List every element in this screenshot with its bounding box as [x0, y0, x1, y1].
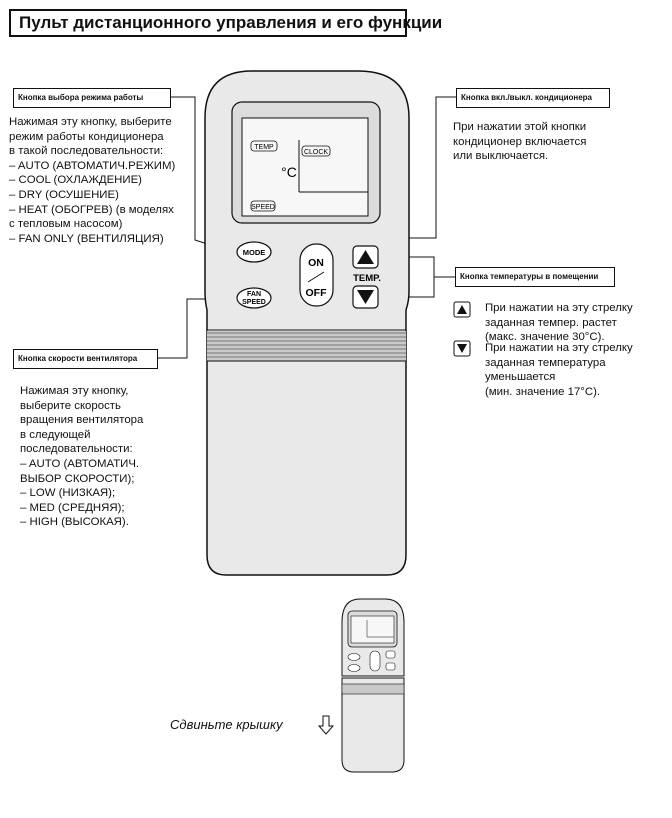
power-description: При нажатии этой кнопки кондиционер вклю… — [453, 120, 586, 164]
triangle-up-icon — [357, 250, 374, 264]
temp-down-description: При нажатии на эту стрелку заданная темп… — [485, 341, 633, 399]
lcd-screen — [241, 117, 369, 217]
mode-section-label: Кнопка выбора режима работы — [13, 88, 171, 108]
mode-line: – HEAT (ОБОГРЕВ) (в моделях — [9, 203, 174, 216]
page-title: Пульт дистанционного управления и его фу… — [9, 9, 442, 37]
mode-line: с тепловым насосом) — [9, 218, 123, 231]
fan-line: – AUTO (АВТОМАТИЧ. — [20, 457, 140, 470]
fan-line: вращения вентилятора — [20, 414, 144, 427]
temp-down-line: (мин. значение 17°C). — [485, 385, 601, 398]
temp-callout-line — [369, 256, 455, 298]
mode-button-label: MODE — [243, 248, 266, 257]
fan-line: – HIGH (ВЫСОКАЯ). — [20, 516, 129, 529]
temp-down-button[interactable] — [352, 285, 379, 309]
temp-down-line: уменьшается — [485, 371, 556, 384]
mode-line: Нажимая эту кнопку, выберите — [9, 116, 172, 128]
fan-line: выберите скорость — [20, 399, 121, 412]
on-off-button[interactable]: ON OFF — [299, 243, 334, 307]
triangle-down-icon — [357, 290, 374, 304]
mode-button[interactable]: MODE — [236, 241, 272, 263]
temp-section-label: Кнопка температуры в помещении — [455, 267, 615, 287]
power-section-label: Кнопка вкл./выкл. кондиционера — [456, 88, 610, 108]
off-label: OFF — [306, 287, 328, 299]
fan-line: – MED (СРЕДНЯЯ); — [20, 501, 125, 514]
temp-up-description: При нажатии на эту стрелку заданная темп… — [485, 301, 633, 345]
temp-up-line: (макс. значение 30°C). — [485, 331, 605, 344]
up-arrow-icon — [453, 301, 471, 318]
temp-down-line: При нажатии на эту стрелку — [485, 342, 633, 354]
mode-line: – FAN ONLY (ВЕНТИЛЯЦИЯ) — [9, 232, 164, 245]
cover-grip — [207, 329, 406, 362]
fan-button-line2: SPEED — [242, 299, 266, 306]
fan-line: ВЫБОР СКОРОСТИ); — [20, 472, 135, 485]
lcd-speed-label: SPEED — [251, 204, 275, 211]
mode-line: в такой последовательности: — [9, 145, 164, 158]
lcd-temp-label: TEMP — [254, 144, 274, 151]
slide-cover-caption: Сдвиньте крышку — [170, 717, 283, 732]
mode-line: режим работы кондиционера — [9, 130, 164, 143]
mode-line: – DRY (ОСУШЕНИЕ) — [9, 188, 119, 201]
temp-label: TEMP. — [353, 273, 381, 284]
small-remote — [341, 598, 405, 773]
fan-speed-button[interactable]: FAN SPEED — [236, 287, 272, 309]
fan-button-line1: FAN — [247, 291, 261, 298]
fan-line: Нажимая эту кнопку, — [20, 385, 129, 397]
mode-description: Нажимая эту кнопку, выберите режим работ… — [9, 115, 175, 246]
fan-description: Нажимая эту кнопку, выберите скорость вр… — [20, 384, 143, 530]
power-line: или выключается. — [453, 150, 549, 163]
down-arrow-icon — [453, 340, 471, 357]
power-line: кондиционер включается — [453, 135, 587, 148]
on-label: ON — [308, 257, 324, 269]
temp-up-line: заданная темпер. растет — [485, 316, 617, 329]
temp-down-line: заданная температура — [485, 356, 606, 369]
temp-up-line: При нажатии на эту стрелку — [485, 302, 633, 314]
temp-up-button[interactable] — [352, 245, 379, 269]
power-line: При нажатии этой кнопки — [453, 121, 587, 133]
slide-down-arrow-icon — [317, 715, 335, 735]
lcd-unit: °C — [281, 164, 297, 180]
fan-line: – LOW (НИЗКАЯ); — [20, 487, 116, 500]
mode-line: – AUTO (АВТОМАТИЧ.РЕЖИМ) — [9, 159, 176, 172]
fan-line: в следующей — [20, 428, 91, 441]
remote-control: TEMP °C CLOCK SPEED MODE FAN SPEED ON OF… — [204, 70, 410, 576]
mode-line: – COOL (ОХЛАЖДЕНИЕ) — [9, 174, 142, 187]
lcd-clock-label: CLOCK — [304, 149, 328, 156]
fan-line: последовательности: — [20, 443, 133, 456]
fan-section-label: Кнопка скорости вентилятора — [13, 349, 158, 369]
